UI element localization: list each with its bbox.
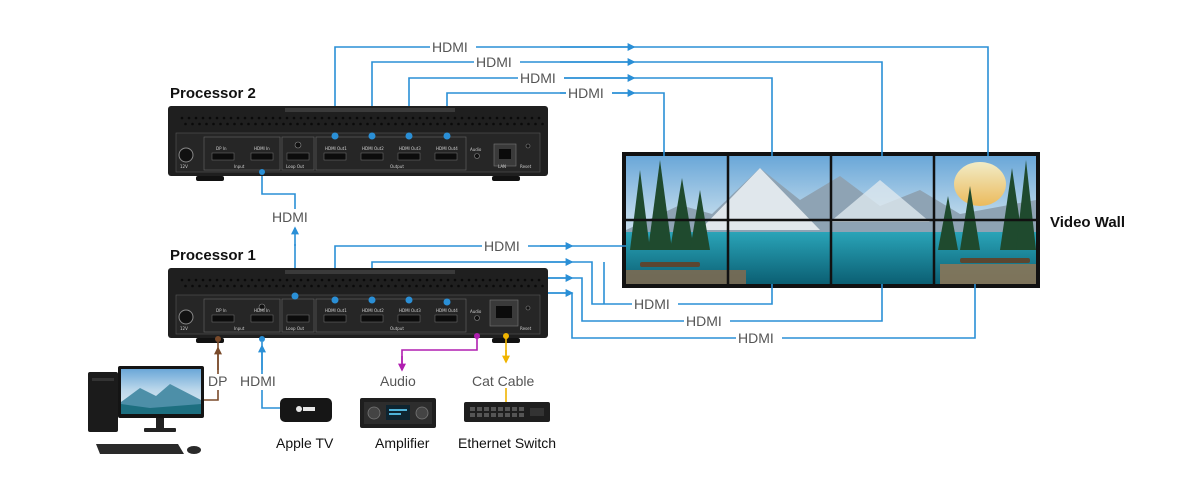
loop-link-wire: HDMI [261,172,316,296]
out3-label: HDMI Out3 [399,146,421,151]
reset-label: Reset [520,326,532,331]
out2-label: HDMI Out2 [362,308,384,313]
amplifier-icon [360,398,436,428]
loop-out-port [286,314,310,323]
reset-button [525,305,531,311]
hdmi-out3-port [397,152,421,161]
hdmi-label: HDMI [738,330,774,346]
out1-label: HDMI Out1 [325,146,347,151]
hdmi-label: HDMI [432,39,468,55]
hdmi-label: HDMI [568,85,604,101]
hdmi-out3-port [397,314,421,323]
hdmi-label: HDMI [240,373,276,389]
dp-label: DP [208,373,227,389]
power-jack-icon [178,147,194,163]
hdmi-in-port [250,152,274,161]
vent-holes [180,278,544,288]
loop-out-label: Loop Out [286,164,305,169]
p2-hdmi-labels: HDMI HDMI HDMI HDMI [430,39,612,101]
video-wall [622,152,1040,288]
input-group-label: Input [234,326,245,331]
power-jack-icon [178,309,194,325]
out2-label: HDMI Out2 [362,146,384,151]
hdmi-out2-port [360,314,384,323]
hdmi-label: HDMI [476,54,512,70]
ethernet-switch-icon [464,402,550,422]
audio-label: Audio [470,309,482,314]
reset-label: Reset [520,164,532,169]
hdmi-label: HDMI [520,70,556,86]
audio-jack [474,153,480,159]
lan-label: LAN [498,164,506,169]
audio-label: Audio [380,373,416,389]
hdmi-label: HDMI [272,209,308,225]
out3-label: HDMI Out3 [399,308,421,313]
hdmi-in-port [250,314,274,323]
audio-label: Audio [470,147,482,152]
amplifier-label: Amplifier [375,435,430,451]
apple-tv-label: Apple TV [276,435,334,451]
audio-jack [474,315,480,321]
hdmi-out4-port [434,314,458,323]
output-group-label: Output [390,326,404,331]
out4-label: HDMI Out4 [436,308,458,313]
dp-in-port [211,152,235,161]
input-group-label: Input [234,164,245,169]
p1-hdmi-labels: HDMI HDMI HDMI HDMI [482,238,782,346]
out4-label: HDMI Out4 [436,146,458,151]
dp-in-label: DP In [216,308,227,313]
output-group-label: Output [390,164,404,169]
hdmi-out2-port [360,152,384,161]
loop-out-port [286,152,310,161]
hdmi-out1-port [323,152,347,161]
hdmi-out1-port [323,314,347,323]
video-wall-bezels [626,156,1036,284]
out1-label: HDMI Out1 [325,308,347,313]
hdmi-label: HDMI [484,238,520,254]
pc-icon [88,366,204,454]
processor-2-title: Processor 2 [170,85,256,102]
hdmi-out4-port [434,152,458,161]
hdmi-label: HDMI [634,296,670,312]
ethernet-switch-label: Ethernet Switch [458,435,556,451]
hdmi-in-label: HDMI In [254,146,270,151]
power-label: 12V [180,164,188,169]
apple-tv-icon [280,398,332,422]
dp-in-port [211,314,235,323]
aux-wires [204,338,510,409]
loop-out-label: Loop Out [286,326,305,331]
reset-button [525,143,531,149]
cat-cable-label: Cat Cable [472,373,534,389]
video-wall-title: Video Wall [1050,214,1125,231]
power-label: 12V [180,326,188,331]
hdmi-label: HDMI [686,313,722,329]
hdmi-in-label: HDMI In [254,308,270,313]
processor-1-title: Processor 1 [170,247,256,264]
vent-holes [180,116,544,126]
dp-in-label: DP In [216,146,227,151]
